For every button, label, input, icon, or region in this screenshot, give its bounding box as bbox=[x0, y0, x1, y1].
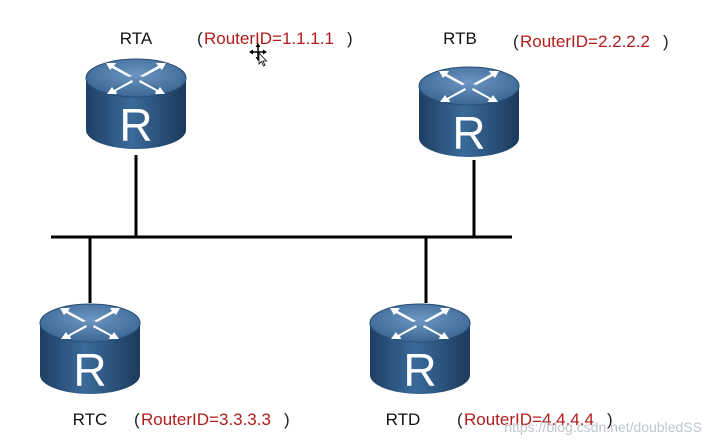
router-name: RTA bbox=[120, 29, 153, 48]
paren-close: ) bbox=[663, 32, 669, 51]
move-cursor-icon bbox=[249, 43, 268, 67]
router-rtd: R RTD ( RouterID=4.4.4.4 ) bbox=[369, 303, 613, 429]
paren-open: ( bbox=[513, 32, 519, 51]
router-rta: R RTA ( RouterID=1.1.1.1 ) bbox=[85, 29, 353, 151]
router-icon: R bbox=[39, 303, 141, 396]
router-icon: R bbox=[85, 58, 187, 151]
paren-open: ( bbox=[457, 410, 463, 429]
paren-close: ) bbox=[284, 410, 290, 429]
router-letter: R bbox=[73, 344, 106, 396]
network-links bbox=[51, 155, 512, 303]
router-rtb: R RTB ( RouterID=2.2.2.2 ) bbox=[418, 29, 669, 159]
router-letter: R bbox=[452, 107, 485, 159]
router-id-label: RouterID=1.1.1.1 bbox=[204, 29, 334, 48]
paren-close: ) bbox=[347, 29, 353, 48]
router-id-label: RouterID=2.2.2.2 bbox=[520, 32, 650, 51]
router-rtc: R RTC ( RouterID=3.3.3.3 ) bbox=[39, 303, 290, 429]
router-icon: R bbox=[418, 66, 520, 159]
paren-close: ) bbox=[607, 410, 613, 429]
router-letter: R bbox=[403, 344, 436, 396]
router-id-label: RouterID=3.3.3.3 bbox=[141, 410, 271, 429]
router-name: RTC bbox=[73, 410, 108, 429]
paren-open: ( bbox=[134, 410, 140, 429]
router-name: RTB bbox=[443, 29, 477, 48]
paren-open: ( bbox=[197, 29, 203, 48]
watermark-text: https://blog.csdn.net/doubledSS bbox=[504, 419, 702, 435]
router-id-label: RouterID=4.4.4.4 bbox=[464, 410, 594, 429]
router-name: RTD bbox=[386, 410, 421, 429]
router-icon: R bbox=[369, 303, 471, 396]
router-letter: R bbox=[119, 99, 152, 151]
